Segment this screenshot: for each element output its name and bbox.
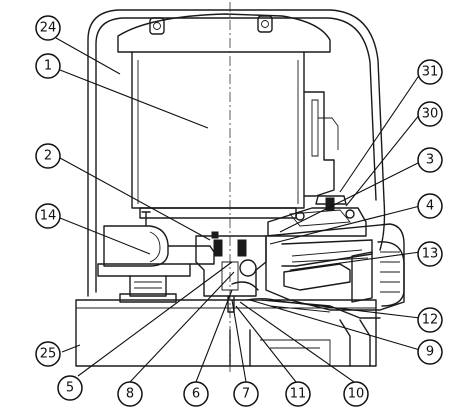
- callout-1: 1: [35, 53, 61, 79]
- svg-text:5: 5: [66, 381, 74, 396]
- svg-text:25: 25: [40, 347, 57, 362]
- callout-30: 30: [417, 101, 443, 127]
- callout-3: 3: [417, 147, 443, 173]
- callout-9: 9: [417, 339, 443, 365]
- callout-31: 31: [417, 59, 443, 85]
- outer-cover: [87, 9, 386, 297]
- callout-13: 13: [417, 241, 443, 267]
- svg-text:2: 2: [44, 149, 52, 164]
- svg-text:24: 24: [40, 21, 57, 36]
- callout-10: 10: [343, 381, 369, 407]
- svg-text:6: 6: [192, 387, 200, 402]
- svg-text:3: 3: [426, 153, 434, 168]
- svg-text:8: 8: [126, 387, 134, 402]
- callout-8: 8: [117, 381, 143, 407]
- svg-text:12: 12: [422, 313, 439, 328]
- svg-text:13: 13: [422, 247, 439, 262]
- right-pump-head: [261, 195, 405, 319]
- svg-text:10: 10: [348, 387, 365, 402]
- svg-text:14: 14: [40, 209, 57, 224]
- callout-5: 5: [57, 375, 83, 401]
- callout-25: 25: [35, 341, 61, 367]
- callout-4: 4: [417, 193, 443, 219]
- callout-11: 11: [285, 381, 311, 407]
- callout-12: 12: [417, 307, 443, 333]
- svg-text:31: 31: [422, 65, 439, 80]
- svg-text:9: 9: [426, 345, 434, 360]
- svg-text:11: 11: [290, 387, 307, 402]
- svg-text:4: 4: [426, 199, 434, 214]
- callout-14: 14: [35, 203, 61, 229]
- callout-7: 7: [233, 381, 259, 407]
- callout-6: 6: [183, 381, 209, 407]
- motor-body: [117, 13, 339, 219]
- callout-2: 2: [35, 143, 61, 169]
- callouts: 24 1 2 14 25 31 30 3: [35, 15, 443, 407]
- svg-text:7: 7: [242, 387, 250, 402]
- leader-lines: [55, 37, 421, 383]
- callout-24: 24: [35, 15, 61, 41]
- svg-text:30: 30: [422, 107, 439, 122]
- svg-text:1: 1: [44, 59, 52, 74]
